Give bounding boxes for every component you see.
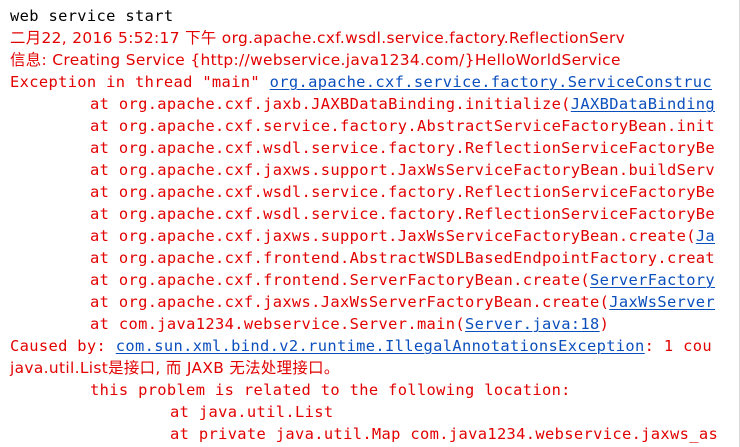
stack-frame: at org.apache.cxf.service.factory.Abstra…	[90, 115, 715, 137]
caused-by-exception-link[interactable]: com.sun.xml.bind.v2.runtime.IllegalAnnot…	[115, 337, 645, 355]
stack-frame-suffix: )	[599, 315, 610, 333]
stack-frame-text: at org.apache.cxf.jaxws.JaxWsServerFacto…	[90, 293, 610, 311]
stack-frame-text: at org.apache.cxf.jaxws.support.JaxWsSer…	[90, 161, 716, 179]
problem-location-message: this problem is related to the following…	[90, 381, 571, 399]
stack-frame: at org.apache.cxf.jaxws.support.JaxWsSer…	[90, 159, 715, 181]
stack-frame-text: at org.apache.cxf.wsdl.service.factory.R…	[90, 205, 716, 223]
stack-frame-text: at org.apache.cxf.frontend.ServerFactory…	[90, 271, 591, 289]
stack-frame-text: at org.apache.cxf.wsdl.service.factory.R…	[90, 139, 716, 157]
source-link[interactable]: Server.java:18	[465, 315, 600, 333]
caused-by-suffix: : 1 cou	[644, 337, 712, 355]
location-map-field: at private java.util.Map com.java1234.we…	[170, 425, 719, 443]
stack-frame-text: at org.apache.cxf.frontend.AbstractWSDLB…	[90, 249, 716, 267]
stack-frame: at org.apache.cxf.frontend.ServerFactory…	[90, 269, 715, 291]
stack-frame: at org.apache.cxf.wsdl.service.factory.R…	[90, 203, 715, 225]
stack-frame-text: at org.apache.cxf.wsdl.service.factory.R…	[90, 183, 716, 201]
exception-line: Exception in thread "main" org.apache.cx…	[10, 71, 712, 93]
location-list-type: at java.util.List	[170, 403, 334, 421]
stack-frame-text: at org.apache.cxf.jaxws.support.JaxWsSer…	[90, 227, 696, 245]
caused-by-line: Caused by: com.sun.xml.bind.v2.runtime.I…	[10, 335, 712, 357]
stack-frame: at org.apache.cxf.jaxws.support.JaxWsSer…	[90, 225, 715, 247]
log-timestamp-line: 二月22, 2016 5:52:17 下午 org.apache.cxf.wsd…	[10, 29, 626, 47]
stack-frame: at org.apache.cxf.wsdl.service.factory.R…	[90, 181, 715, 203]
caused-by-prefix: Caused by:	[10, 337, 116, 355]
stack-frame: at org.apache.cxf.jaxws.JaxWsServerFacto…	[90, 291, 715, 313]
info-message: 信息: Creating Service {http://webservice.…	[10, 51, 621, 69]
source-link[interactable]: JAXBDataBinding	[570, 95, 716, 113]
start-message: web service start	[10, 7, 174, 25]
stack-frame-text: at com.java1234.webservice.Server.main(	[90, 315, 466, 333]
exception-class-link[interactable]: org.apache.cxf.service.factory.ServiceCo…	[269, 73, 712, 91]
source-link[interactable]: JaxWsServer	[609, 293, 716, 311]
source-link[interactable]: ServerFactory	[590, 271, 716, 289]
stack-frame: at com.java1234.webservice.Server.main(S…	[90, 313, 609, 335]
interface-error-message: java.util.List是接口, 而 JAXB 无法处理接口。	[10, 359, 340, 377]
stack-frame: at org.apache.cxf.jaxb.JAXBDataBinding.i…	[90, 93, 715, 115]
stack-frame: at org.apache.cxf.wsdl.service.factory.R…	[90, 137, 715, 159]
stack-frame-text: at org.apache.cxf.service.factory.Abstra…	[90, 117, 716, 135]
exception-prefix: Exception in thread "main"	[10, 73, 270, 91]
stack-frame-text: at org.apache.cxf.jaxb.JAXBDataBinding.i…	[90, 95, 571, 113]
source-link[interactable]: Ja	[695, 227, 716, 245]
stack-frame: at org.apache.cxf.frontend.AbstractWSDLB…	[90, 247, 715, 269]
